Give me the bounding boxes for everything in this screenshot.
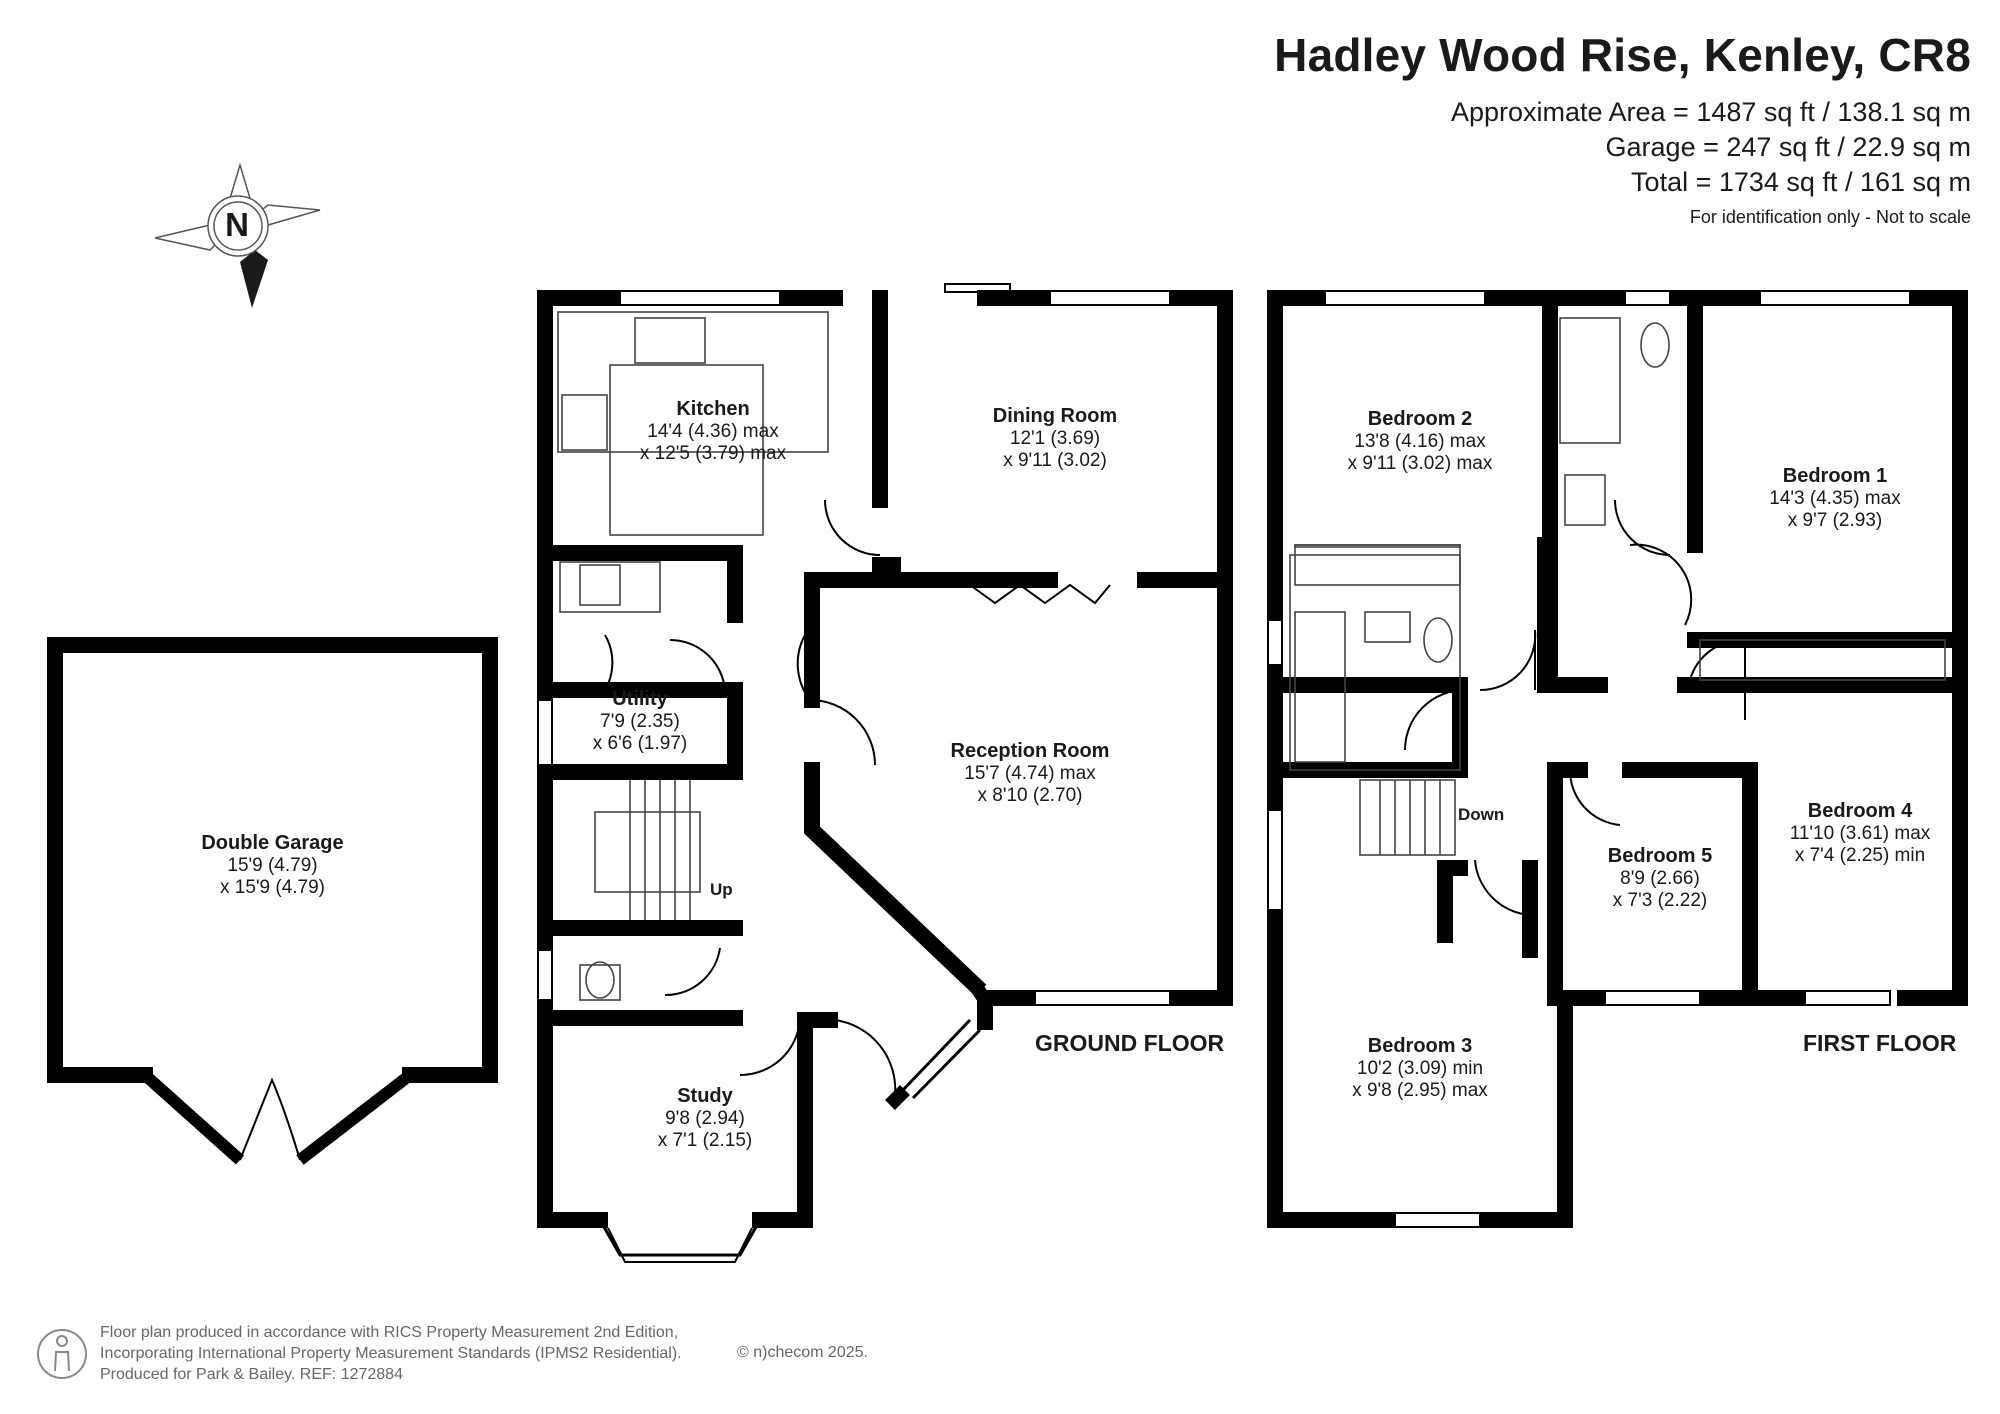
garage-walls xyxy=(47,637,498,1083)
room-dim: x 12'5 (3.79) max xyxy=(639,443,787,465)
kitchen-window xyxy=(619,290,781,306)
room-name: Utility xyxy=(612,688,668,710)
stairs-up-label: Up xyxy=(710,880,733,899)
room-dim: x 9'11 (3.02) max xyxy=(1347,453,1493,475)
room-name: Bedroom 5 xyxy=(1607,845,1713,867)
room-name: Bedroom 3 xyxy=(1367,1035,1473,1057)
room-kitchen: Kitchen 14'4 (4.36) max x 12'5 (3.79) ma… xyxy=(608,398,818,465)
room-dim: x 8'10 (2.70) xyxy=(977,785,1083,807)
first-floor-label: FIRST FLOOR xyxy=(1803,1030,1957,1056)
room-dim: 15'7 (4.74) max xyxy=(964,763,1096,785)
ground-interior-walls xyxy=(537,290,1233,1026)
room-dim: 8'9 (2.66) xyxy=(1620,868,1700,890)
approx-area: Approximate Area = 1487 sq ft / 138.1 sq… xyxy=(1450,97,1971,127)
room-dim: 10'2 (3.09) min xyxy=(1356,1058,1484,1080)
footer-line: Produced for Park & Bailey. REF: 1272884 xyxy=(100,1365,403,1383)
kitchen-fittings xyxy=(557,311,1946,1001)
room-dim: 14'3 (4.35) max xyxy=(1769,488,1901,510)
room-name: Bedroom 1 xyxy=(1782,465,1888,487)
room-dining: Dining Room 12'1 (3.69) x 9'11 (3.02) xyxy=(955,405,1155,472)
dining-window xyxy=(1049,290,1171,306)
room-dim: 12'1 (3.69) xyxy=(1009,428,1101,450)
room-dim: x 9'11 (3.02) xyxy=(1003,450,1107,472)
compass-rose-icon xyxy=(154,162,321,308)
garage-doors xyxy=(140,1070,414,1165)
room-name: Double Garage xyxy=(201,832,344,854)
bedroom4-window xyxy=(1804,990,1891,1006)
room-dim: x 7'4 (2.25) min xyxy=(1794,845,1926,867)
room-dim: x 6'6 (1.97) xyxy=(592,733,688,755)
footer-line: Incorporating International Property Mea… xyxy=(100,1344,682,1362)
total-area: Total = 1734 sq ft / 161 sq m xyxy=(1631,167,1971,197)
room-dim: x 9'8 (2.95) max xyxy=(1352,1080,1488,1102)
compass-north-label: N xyxy=(225,206,249,243)
room-name: Kitchen xyxy=(676,398,750,420)
room-study: Study 9'8 (2.94) x 7'1 (2.15) xyxy=(630,1085,780,1152)
page-title: Hadley Wood Rise, Kenley, CR8 xyxy=(1274,29,1971,81)
utility-window xyxy=(537,699,553,766)
footer-brand: © n)checom 2025. xyxy=(737,1344,868,1361)
room-reception: Reception Room 15'7 (4.74) max x 8'10 (2… xyxy=(920,740,1140,807)
room-dim: 7'9 (2.35) xyxy=(600,711,680,733)
footer-disclaimer: Floor plan produced in accordance with R… xyxy=(100,1323,682,1385)
ground-floor-label: GROUND FLOOR xyxy=(1035,1030,1225,1056)
stairs xyxy=(594,779,1456,920)
wc-window xyxy=(537,949,553,1001)
room-name: Dining Room xyxy=(992,405,1118,427)
landing-window xyxy=(1267,809,1283,911)
room-dim: 11'10 (3.61) max xyxy=(1789,823,1931,845)
windows xyxy=(537,290,1911,1228)
room-dim: x 7'1 (2.15) xyxy=(657,1130,753,1152)
room-dim: 9'8 (2.94) xyxy=(665,1108,745,1130)
room-name: Study xyxy=(677,1085,733,1107)
room-bedroom-5: Bedroom 5 8'9 (2.66) x 7'3 (2.22) xyxy=(1575,845,1745,912)
room-bedroom-1: Bedroom 1 14'3 (4.35) max x 9'7 (2.93) xyxy=(1735,465,1935,532)
room-dim: x 15'9 (4.79) xyxy=(219,877,326,899)
scale-note: For identification only - Not to scale xyxy=(1689,207,1971,227)
room-dim: x 9'7 (2.93) xyxy=(1787,510,1883,532)
room-name: Bedroom 4 xyxy=(1807,800,1913,822)
room-double-garage: Double Garage 15'9 (4.79) x 15'9 (4.79) xyxy=(160,832,385,899)
bath-window xyxy=(1624,290,1671,306)
bedroom1-window xyxy=(1759,290,1911,306)
room-dim: 15'9 (4.79) xyxy=(227,855,318,877)
room-name: Bedroom 2 xyxy=(1367,408,1473,430)
garage-area: Garage = 247 sq ft / 22.9 sq m xyxy=(1605,132,1971,162)
bifold-doors xyxy=(969,583,1111,605)
room-dim: 13'8 (4.16) max xyxy=(1354,431,1486,453)
study-bay-window xyxy=(598,1219,762,1257)
room-bedroom-3: Bedroom 3 10'2 (3.09) min x 9'8 (2.95) m… xyxy=(1310,1035,1530,1102)
footer-person-icon xyxy=(37,1329,87,1379)
room-name: Reception Room xyxy=(950,740,1110,762)
reception-window xyxy=(1034,990,1171,1006)
room-dim: 14'4 (4.36) max xyxy=(647,421,779,443)
ensuite-window xyxy=(1267,619,1283,666)
room-dim: x 7'3 (2.22) xyxy=(1612,890,1708,912)
door-swings xyxy=(604,499,1746,1096)
bedroom5-window xyxy=(1604,990,1701,1006)
bedroom2-window xyxy=(1324,290,1486,306)
footer-line: Floor plan produced in accordance with R… xyxy=(100,1324,679,1341)
room-utility: Utility 7'9 (2.35) x 6'6 (1.97) xyxy=(565,688,715,755)
stairs-down-label: Down xyxy=(1458,805,1505,824)
room-bedroom-4: Bedroom 4 11'10 (3.61) max x 7'4 (2.25) … xyxy=(1765,800,1955,867)
room-bedroom-2: Bedroom 2 13'8 (4.16) max x 9'11 (3.02) … xyxy=(1310,408,1530,475)
bedroom3-window xyxy=(1394,1212,1481,1228)
